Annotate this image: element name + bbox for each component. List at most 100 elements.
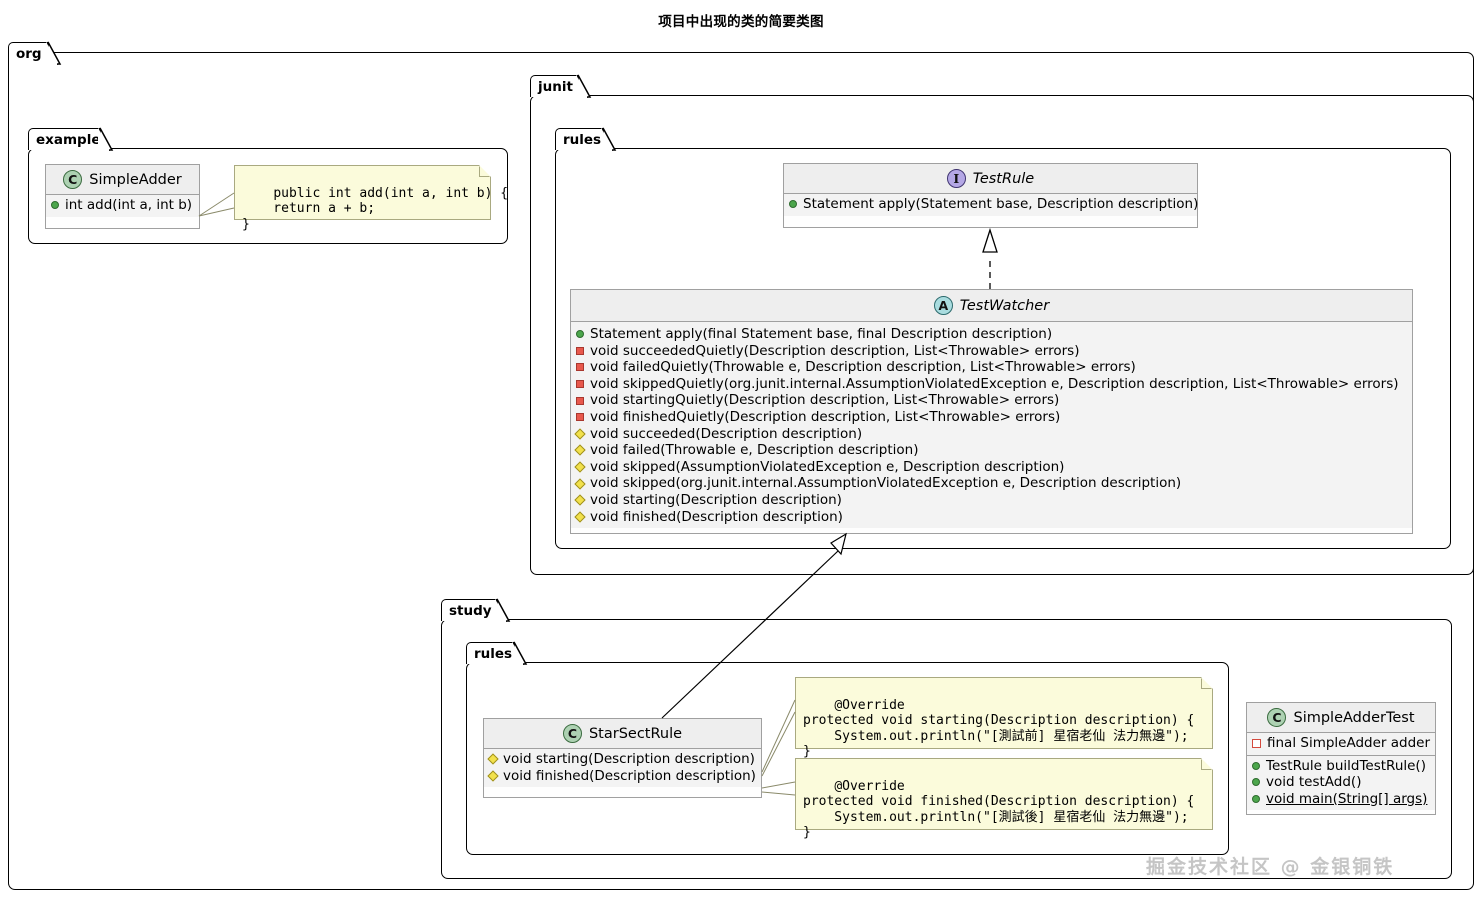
note-finished: @Override protected void finished(Descri… xyxy=(795,758,1213,840)
class-icon: C xyxy=(63,170,83,189)
member-label: Statement apply(final Statement base, fi… xyxy=(590,326,1053,342)
visibility-private-icon xyxy=(576,346,584,355)
visibility-protected-icon xyxy=(574,477,586,490)
member-label: void startingQuietly(Description descrip… xyxy=(590,392,1060,409)
member-row: void startingQuietly(Description descrip… xyxy=(576,392,1407,409)
member-row: void skipped(org.junit.internal.Assumpti… xyxy=(574,475,1407,492)
visibility-public-icon xyxy=(576,330,584,339)
member-label: Statement apply(Statement base, Descript… xyxy=(803,196,1199,212)
member-row: Statement apply(Statement base, Descript… xyxy=(789,196,1198,213)
visibility-protected-icon xyxy=(574,511,586,523)
visibility-protected-icon xyxy=(487,770,499,782)
visibility-public-icon xyxy=(1252,761,1260,770)
package-example-tab: example xyxy=(28,128,101,150)
member-row: void failedQuietly(Throwable e, Descript… xyxy=(576,359,1407,376)
page-title: 项目中出现的类的简要类图 xyxy=(658,14,824,30)
package-study-rules-tab: rules xyxy=(466,642,514,664)
visibility-private-icon xyxy=(576,363,584,372)
class-test-rule[interactable]: I TestRule Statement apply(Statement bas… xyxy=(783,163,1198,228)
visibility-private-icon xyxy=(576,396,584,405)
member-label: final SimpleAdder adder xyxy=(1267,735,1431,751)
class-test-watcher-methods: Statement apply(final Statement base, fi… xyxy=(571,322,1412,529)
package-junit-rules-label: rules xyxy=(563,131,602,148)
member-row: void finished(Description description) xyxy=(487,767,756,785)
visibility-public-icon xyxy=(1252,795,1260,804)
member-row: void failed(Throwable e, Description des… xyxy=(574,442,1407,459)
note-fold-edge xyxy=(479,166,490,177)
member-row: void skipped(AssumptionViolatedException… xyxy=(574,458,1407,476)
note-fold-edge xyxy=(1201,678,1212,689)
member-row: int add(int a, int b) xyxy=(51,197,194,214)
class-test-watcher-name: TestWatcher xyxy=(959,297,1050,314)
member-label: void failedQuietly(Throwable e, Descript… xyxy=(590,359,1136,376)
class-icon: C xyxy=(562,724,582,743)
package-org-tab: org xyxy=(8,42,48,64)
class-test-rule-methods: Statement apply(Statement base, Descript… xyxy=(784,194,1198,216)
package-junit-tab: junit xyxy=(530,75,578,97)
member-label: void skipped(AssumptionViolatedException… xyxy=(590,458,1065,475)
member-label: void starting(Description description) xyxy=(503,751,755,767)
class-simple-adder-test-methods: TestRule buildTestRule() void testAdd() … xyxy=(1247,754,1435,811)
visibility-public-icon xyxy=(51,201,59,210)
class-star-sect-rule[interactable]: C StarSectRule void starting(Description… xyxy=(483,718,762,798)
visibility-protected-icon xyxy=(574,461,586,473)
member-label: int add(int a, int b) xyxy=(65,197,193,213)
member-label: void skipped(org.junit.internal.Assumpti… xyxy=(590,475,1182,492)
class-star-sect-rule-header: C StarSectRule xyxy=(484,719,761,749)
member-row: void starting(Description description) xyxy=(574,491,1407,509)
class-test-rule-header: I TestRule xyxy=(784,164,1197,194)
visibility-protected-icon xyxy=(487,753,499,765)
visibility-protected-icon xyxy=(574,494,586,506)
class-simple-adder-methods: int add(int a, int b) xyxy=(46,195,199,217)
member-row: TestRule buildTestRule() xyxy=(1252,758,1430,775)
member-row: final SimpleAdder adder xyxy=(1252,735,1430,752)
package-study-tab: study xyxy=(441,599,497,621)
member-label: void finished(Description description) xyxy=(590,508,843,525)
member-label: void failed(Throwable e, Description des… xyxy=(590,442,919,459)
note-text: public int add(int a, int b) { return a … xyxy=(242,185,509,232)
class-simple-adder-header: C SimpleAdder xyxy=(46,165,199,195)
visibility-public-icon xyxy=(789,200,797,209)
member-row: void skippedQuietly(org.junit.internal.A… xyxy=(576,376,1407,393)
package-org-label: org xyxy=(16,45,42,62)
member-row: void testAdd() xyxy=(1252,774,1430,791)
member-label: TestRule buildTestRule() xyxy=(1266,757,1426,774)
visibility-public-icon xyxy=(1252,778,1260,787)
visibility-private-icon xyxy=(576,380,584,389)
note-text: @Override protected void starting(Descri… xyxy=(803,697,1195,760)
member-row: void finishedQuietly(Description descrip… xyxy=(576,409,1407,426)
member-label: void starting(Description description) xyxy=(590,491,842,508)
abstract-icon: A xyxy=(933,296,953,315)
member-row: void starting(Description description) xyxy=(487,751,756,768)
member-label: void finishedQuietly(Description descrip… xyxy=(590,408,1061,425)
member-label: void main(String[] args) xyxy=(1266,790,1428,807)
note-text: @Override protected void finished(Descri… xyxy=(803,778,1195,841)
member-row: void main(String[] args) xyxy=(1252,791,1430,808)
member-label: void finished(Description description) xyxy=(503,767,756,784)
visibility-private-field-icon xyxy=(1252,738,1261,748)
package-junit-label: junit xyxy=(538,78,573,95)
class-simple-adder-test-fields: final SimpleAdder adder xyxy=(1247,733,1435,755)
member-label: void testAdd() xyxy=(1266,774,1362,791)
member-label: void succeededQuietly(Description descri… xyxy=(590,342,1080,359)
package-study-label: study xyxy=(449,602,492,619)
note-starting: @Override protected void starting(Descri… xyxy=(795,677,1213,759)
member-row: void succeeded(Description description) xyxy=(574,425,1407,443)
package-study-rules-label: rules xyxy=(474,645,513,662)
interface-icon: I xyxy=(946,169,966,188)
class-simple-adder-name: SimpleAdder xyxy=(89,171,182,188)
package-example-label: example xyxy=(36,131,101,148)
member-label: void succeeded(Description description) xyxy=(590,425,863,442)
watermark: 掘金技术社区 @ 金银铜铁 xyxy=(1146,856,1395,878)
class-test-watcher[interactable]: A TestWatcher Statement apply(final Stat… xyxy=(570,289,1413,534)
class-test-watcher-header: A TestWatcher xyxy=(571,290,1412,322)
note-fold-edge xyxy=(1201,759,1212,770)
class-simple-adder-test-header: C SimpleAdderTest xyxy=(1247,703,1435,733)
member-row: void succeededQuietly(Description descri… xyxy=(576,343,1407,360)
class-simple-adder[interactable]: C SimpleAdder int add(int a, int b) xyxy=(45,164,200,229)
class-simple-adder-test-name: SimpleAdderTest xyxy=(1293,709,1415,726)
visibility-protected-icon xyxy=(574,444,586,457)
class-simple-adder-test[interactable]: C SimpleAdderTest final SimpleAdder adde… xyxy=(1246,702,1436,815)
class-star-sect-rule-name: StarSectRule xyxy=(588,725,683,742)
class-star-sect-rule-methods: void starting(Description description) v… xyxy=(484,749,761,788)
